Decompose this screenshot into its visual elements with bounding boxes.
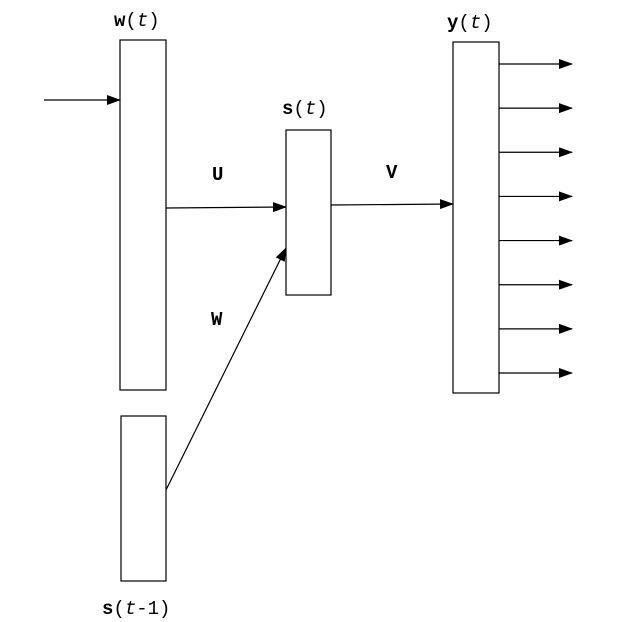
label-w-t: w(t) [114,10,160,32]
output-arrows [499,59,573,378]
input-layer-w [119,39,167,391]
edge-label-w: W [211,309,223,331]
edge-u-arrow [165,202,287,213]
edge-label-v: V [386,162,398,184]
label-s-t-minus-1: s(t-1) [102,598,170,620]
edge-v-arrow [330,199,454,210]
output-layer-y [452,41,500,394]
label-s-t: s(t) [282,98,328,120]
hidden-state-layer [285,129,332,296]
label-y-t: y(t) [447,12,493,34]
edge-label-u: U [212,164,223,186]
previous-state-layer [120,415,167,582]
edge-w-arrow [165,247,287,491]
